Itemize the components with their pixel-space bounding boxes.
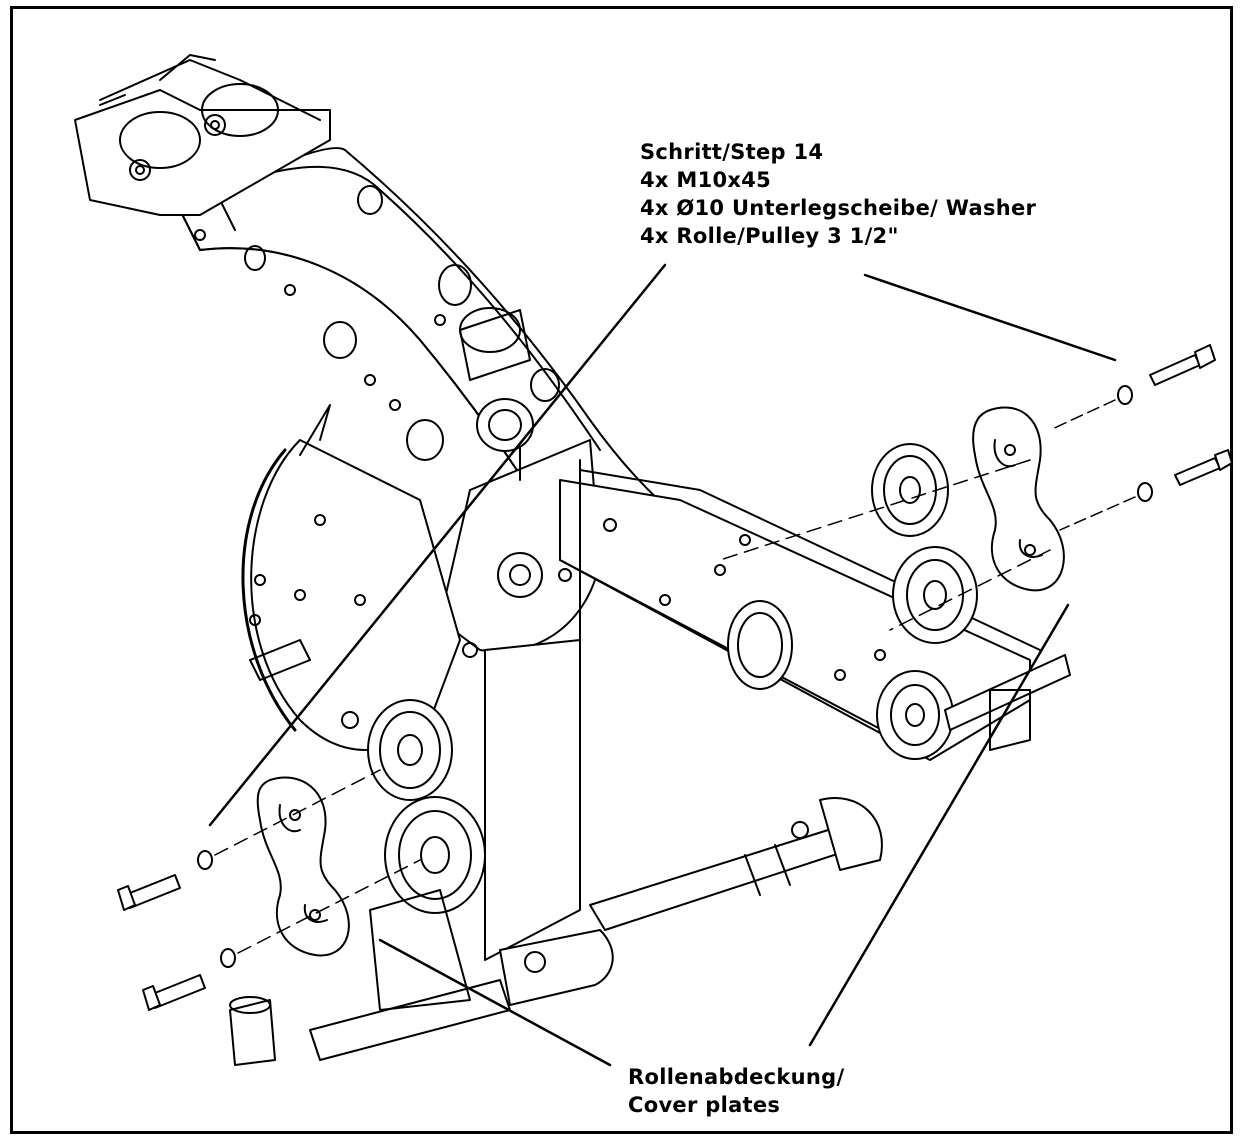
bolt-left-upper <box>117 769 381 911</box>
bolt-right-lower <box>1059 449 1233 531</box>
diagram-frame <box>10 6 1233 1134</box>
top-roller-carriage <box>74 54 331 216</box>
pulley-right-lower <box>892 546 978 644</box>
step-callout: Schritt/Step 14 4x M10x45 4x Ø10 Unterle… <box>640 138 1036 250</box>
cover-label-en: Cover plates <box>628 1093 781 1117</box>
left-round-plate <box>241 404 461 751</box>
base-frame <box>229 797 883 1066</box>
bolt-left-lower <box>142 859 421 1011</box>
cover-label-de: Rollenabdeckung/ <box>628 1065 845 1089</box>
pulley-left-upper <box>367 699 453 801</box>
pulley-spec: 4x Rolle/Pulley 3 1/2" <box>640 224 899 248</box>
vertical-post <box>484 439 581 961</box>
bolt-right-upper <box>1049 344 1216 431</box>
cover-plate-left <box>256 776 350 957</box>
pulley-right-upper <box>871 443 949 537</box>
pulley-left-lower <box>384 796 486 914</box>
cover-plates-callout: Rollenabdeckung/ Cover plates <box>628 1063 844 1119</box>
step-number: Schritt/Step 14 <box>640 140 824 164</box>
washer-spec: 4x Ø10 Unterlegscheibe/ Washer <box>640 196 1037 220</box>
curved-arm <box>179 147 701 541</box>
pulley-arm-mid <box>727 600 793 690</box>
pulley-arm-end <box>876 670 954 760</box>
leader-lines <box>208 263 1117 1067</box>
pulley-upper-hidden <box>476 398 534 452</box>
cover-plate-right <box>972 406 1065 592</box>
bolt-spec: 4x M10x45 <box>640 168 772 192</box>
right-end-bracket <box>944 654 1071 751</box>
